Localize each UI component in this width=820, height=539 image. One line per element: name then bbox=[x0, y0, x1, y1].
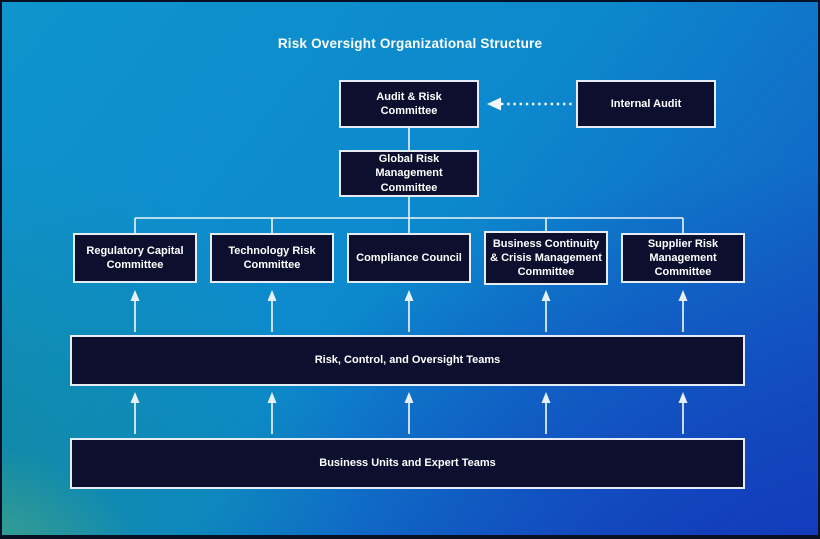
node-label: Regulatory Capital Committee bbox=[86, 244, 184, 271]
org-node-business-units-expert-teams: Business Units and Expert Teams bbox=[70, 438, 745, 489]
up-arrows-row1 bbox=[130, 290, 688, 332]
node-label: Supplier Risk Management Committee bbox=[647, 237, 719, 279]
node-label: Risk, Control, and Oversight Teams bbox=[314, 354, 501, 367]
up-arrowhead-icon bbox=[541, 290, 551, 301]
node-label: Technology Risk Committee bbox=[228, 244, 316, 271]
org-node-risk-control-oversight-teams: Risk, Control, and Oversight Teams bbox=[70, 335, 745, 386]
up-arrowhead-icon bbox=[404, 290, 414, 301]
up-arrowhead-icon bbox=[130, 290, 140, 301]
up-arrowhead-icon bbox=[678, 290, 688, 301]
org-node-regulatory-capital-committee: Regulatory Capital Committee bbox=[73, 233, 197, 283]
node-label: Audit & Risk Committee bbox=[376, 90, 442, 117]
org-node-audit-risk-committee: Audit & Risk Committee bbox=[339, 80, 479, 128]
left-arrowhead-icon bbox=[487, 97, 501, 111]
up-arrowhead-icon bbox=[404, 392, 414, 403]
org-node-business-continuity-crisis-management-committee: Business Continuity & Crisis Management … bbox=[484, 231, 608, 285]
node-label: Global Risk Management Committee bbox=[375, 153, 443, 194]
up-arrowhead-icon bbox=[541, 392, 551, 403]
node-label: Business Continuity & Crisis Management … bbox=[490, 237, 602, 279]
org-node-compliance-council: Compliance Council bbox=[347, 233, 471, 283]
up-arrowhead-icon bbox=[678, 392, 688, 403]
org-node-technology-risk-committee: Technology Risk Committee bbox=[210, 233, 334, 283]
node-label: Internal Audit bbox=[610, 97, 682, 110]
node-label: Compliance Council bbox=[356, 251, 462, 264]
up-arrowhead-icon bbox=[267, 392, 277, 403]
org-node-internal-audit: Internal Audit bbox=[576, 80, 716, 128]
up-arrowhead-icon bbox=[267, 290, 277, 301]
org-node-supplier-risk-management-committee: Supplier Risk Management Committee bbox=[621, 233, 745, 283]
up-arrowhead-icon bbox=[130, 392, 140, 403]
up-arrows-row2 bbox=[130, 392, 688, 434]
org-node-global-risk-management-committee: Global Risk Management Committee bbox=[339, 150, 479, 197]
page-title: Risk Oversight Organizational Structure bbox=[277, 36, 543, 51]
dotted-arrow-internal-audit-to-audit-risk bbox=[487, 97, 574, 111]
node-label: Business Units and Expert Teams bbox=[319, 457, 496, 470]
